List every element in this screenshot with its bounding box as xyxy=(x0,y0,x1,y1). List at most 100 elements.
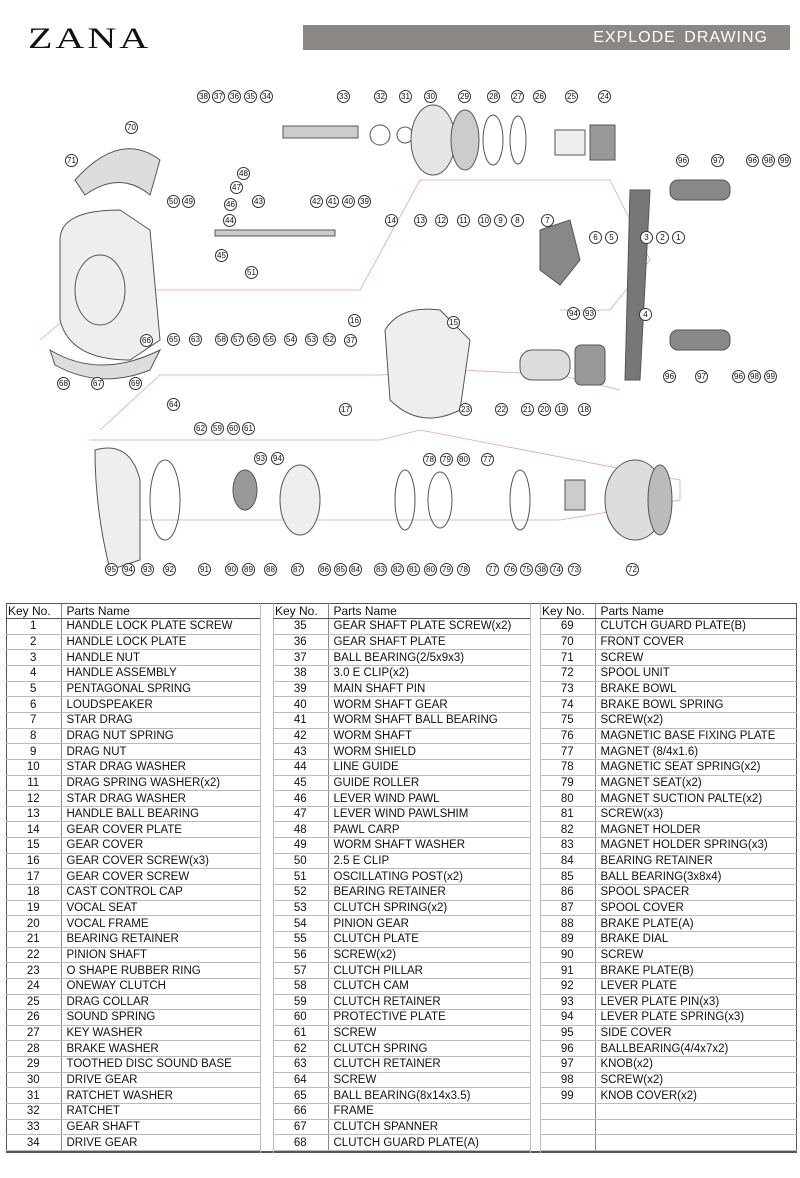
divider xyxy=(260,603,261,1153)
callout-48: 48 xyxy=(237,167,250,180)
part-name: SPOOL SPACER xyxy=(595,884,797,901)
callout-45: 45 xyxy=(215,249,228,262)
key-no: 13 xyxy=(6,806,62,823)
key-no: 4 xyxy=(6,665,62,682)
key-no: 14 xyxy=(6,821,62,839)
part-name: GEAR COVER xyxy=(61,837,260,854)
key-no: 97 xyxy=(540,1056,596,1073)
key-no: 52 xyxy=(273,884,329,901)
part-name: DRAG NUT xyxy=(61,743,260,760)
key-no: 11 xyxy=(6,775,62,792)
key-no: 80 xyxy=(540,790,596,807)
callout-59: 59 xyxy=(211,422,224,435)
key-no: 28 xyxy=(6,1040,62,1058)
part-name: O SHAPE RUBBER RING xyxy=(61,962,260,979)
callout-96: 96 xyxy=(676,154,689,167)
callout-58: 58 xyxy=(215,333,228,346)
part-name: CLUTCH SPANNER xyxy=(328,1119,530,1136)
part-name: MAGNET SEAT(x2) xyxy=(595,775,797,792)
callout-20: 20 xyxy=(538,403,551,416)
key-no: 42 xyxy=(273,728,329,745)
part-name: MAGNET HOLDER SPRING(x3) xyxy=(595,837,797,854)
part-name: FRONT COVER xyxy=(595,634,797,651)
callout-70: 70 xyxy=(125,121,138,134)
callout-41: 41 xyxy=(326,195,339,208)
key-no: 44 xyxy=(273,759,329,776)
part-name: VOCAL SEAT xyxy=(61,900,260,917)
callout-36: 36 xyxy=(228,90,241,103)
part-name: BEARING RETAINER xyxy=(595,853,797,870)
callout-6: 6 xyxy=(589,231,602,244)
table-row xyxy=(540,1103,797,1120)
key-no: 72 xyxy=(540,665,596,682)
callout-81: 81 xyxy=(407,563,420,576)
callout-26: 26 xyxy=(533,90,546,103)
part-name: LEVER PLATE SPRING(x3) xyxy=(595,1009,797,1026)
callout-80: 80 xyxy=(457,453,470,466)
table-header: Key No.Parts Name xyxy=(540,603,797,620)
callout-78: 78 xyxy=(423,453,436,466)
key-no: 33 xyxy=(6,1119,62,1136)
key-no: 50 xyxy=(273,853,329,870)
part-name: DRAG SPRING WASHER(x2) xyxy=(61,775,260,792)
callout-94: 94 xyxy=(122,563,135,576)
callout-99: 99 xyxy=(764,370,777,383)
key-no: 62 xyxy=(273,1040,329,1058)
callout-60: 60 xyxy=(227,422,240,435)
part-name: BALL BEARING(2/5x9x3) xyxy=(328,649,530,667)
key-no: 76 xyxy=(540,728,596,745)
part-name: GEAR SHAFT PLATE SCREW(x2) xyxy=(328,618,530,635)
part-name: GEAR SHAFT xyxy=(61,1119,260,1136)
callout-94: 94 xyxy=(567,307,580,320)
key-no: 87 xyxy=(540,900,596,917)
callout-44: 44 xyxy=(223,214,236,227)
callout-16: 16 xyxy=(348,314,361,327)
callout-69: 69 xyxy=(129,377,142,390)
part-name: SCREW(x2) xyxy=(595,1072,797,1089)
table-header: Key No.Parts Name xyxy=(273,603,530,620)
callout-5: 5 xyxy=(605,231,618,244)
callout-12: 12 xyxy=(435,214,448,227)
key-no: 64 xyxy=(273,1072,329,1089)
callout-90: 90 xyxy=(225,563,238,576)
key-no: 3 xyxy=(6,649,62,667)
key-no: 2 xyxy=(6,634,62,651)
key-no: 25 xyxy=(6,994,62,1011)
part-name: KEY WASHER xyxy=(61,1025,260,1042)
callout-85: 85 xyxy=(334,563,347,576)
callout-54: 54 xyxy=(284,333,297,346)
key-no: 94 xyxy=(540,1009,596,1026)
callout-53: 53 xyxy=(305,333,318,346)
callout-66: 66 xyxy=(140,334,153,347)
key-no: 36 xyxy=(273,634,329,651)
part-name: VOCAL FRAME xyxy=(61,915,260,932)
callout-15: 15 xyxy=(447,316,460,329)
part-name: OSCILLATING POST(x2) xyxy=(328,868,530,886)
key-no: 63 xyxy=(273,1056,329,1073)
